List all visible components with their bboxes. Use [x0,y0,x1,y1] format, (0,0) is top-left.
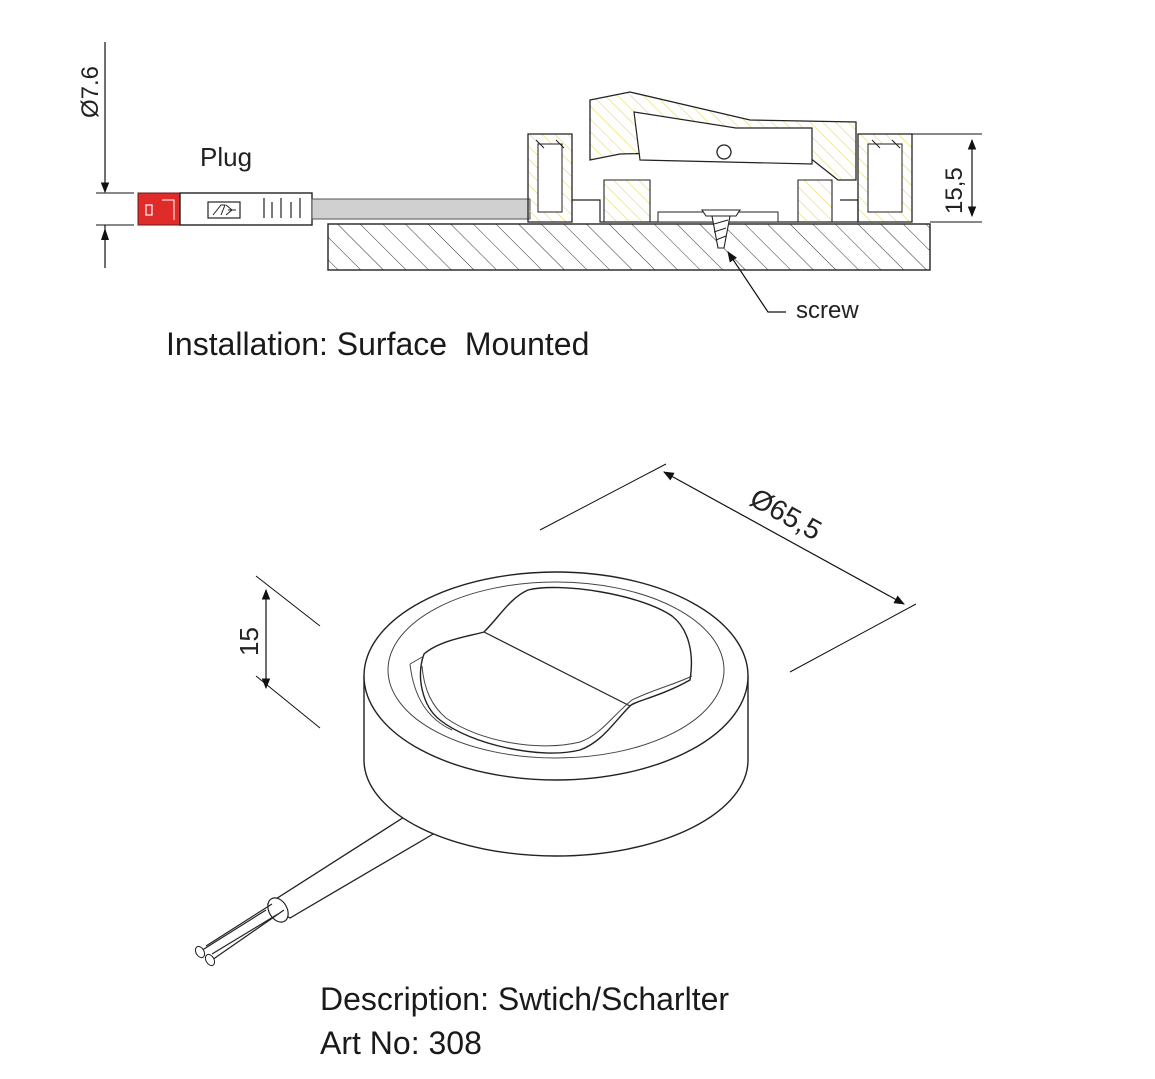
installation-caption: Installation: Surface Mounted [166,326,589,362]
plug-diameter-dimension: Ø7.6 [77,42,134,268]
description-line: Description: Swtich/Scharlter [320,981,729,1017]
plug-red-tip [137,192,181,226]
pivot-icon [716,144,732,160]
brand-mark-icon [207,201,241,219]
height-label: 15 [234,627,264,656]
diameter-label: Ø65,5 [745,482,827,546]
switch-body [363,571,749,857]
plug-diameter-label: Ø7.6 [77,66,104,118]
height-dimension: 15 [234,575,321,729]
isometric-view: Ø65,5 15 [194,463,917,1061]
switch-housing-section [527,91,913,249]
rocker-top [419,586,693,754]
housing-height-dimension: 15,5 [912,133,982,223]
cable [311,198,531,220]
plug-connector [137,192,313,226]
housing-height-label: 15,5 [941,167,968,214]
mounting-surface [327,223,931,271]
section-view: Ø7.6 Plug [77,42,982,362]
screw-label: screw [796,297,859,324]
iso-cable [194,811,442,967]
screw-icon [700,209,742,249]
plug-label: Plug [200,142,252,172]
art-number-line: Art No: 308 [320,1025,482,1061]
